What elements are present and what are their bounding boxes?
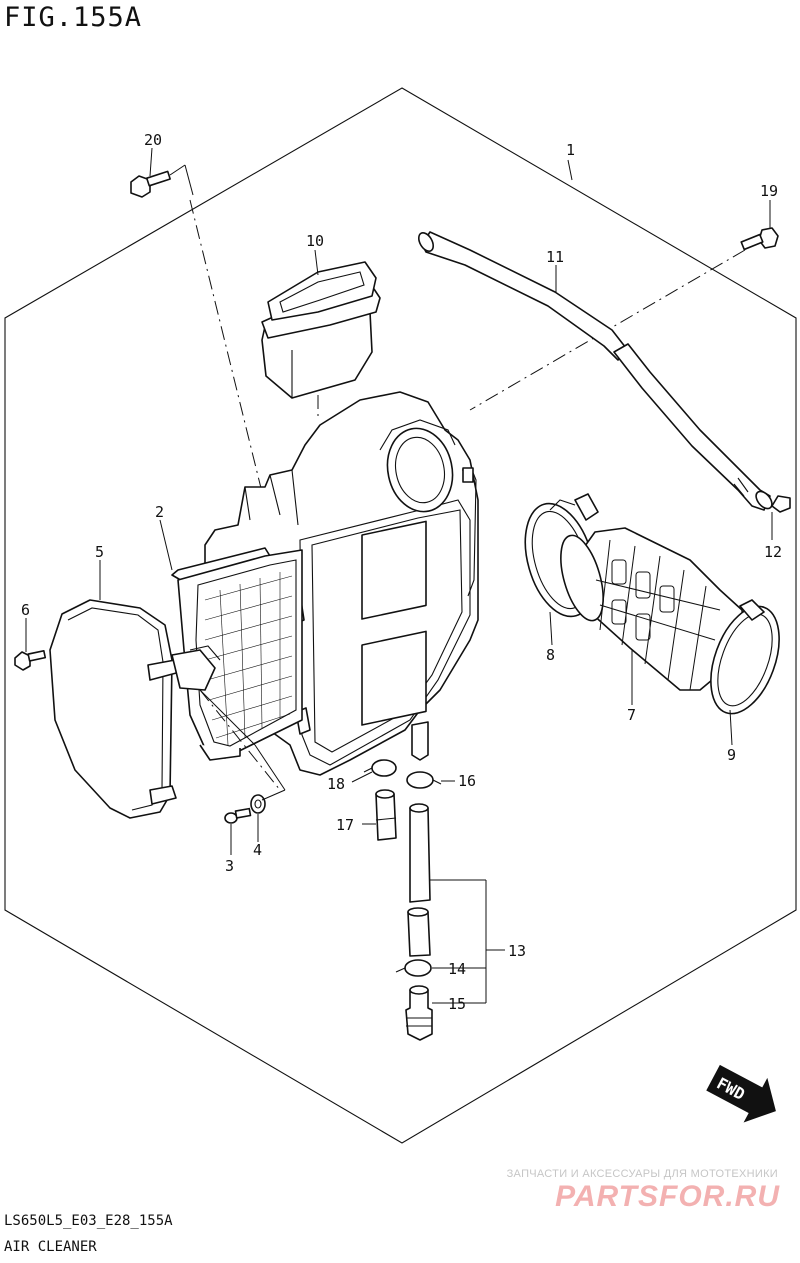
callout-1: 1	[566, 141, 575, 159]
callout-15: 15	[448, 995, 466, 1013]
part-10-intake-duct	[261, 261, 381, 399]
part-12-clip	[771, 495, 791, 513]
part-4-washer	[250, 794, 266, 814]
callout-18: 18	[327, 775, 345, 793]
callout-4: 4	[253, 841, 262, 859]
part-14-clip	[395, 959, 432, 977]
assembly-boundary	[4, 87, 797, 1144]
callout-16: 16	[458, 772, 476, 790]
callout-13: 13	[508, 942, 526, 960]
callout-labels: 20 1 19 10 11 2 5 6 12 8 7 9 18 16 17 3 …	[21, 131, 782, 1013]
figure-title: FIG.155A	[4, 2, 143, 33]
callout-17: 17	[336, 816, 354, 834]
callout-9: 9	[727, 746, 736, 764]
callout-2: 2	[155, 503, 164, 521]
part-6-screw	[14, 649, 47, 671]
part-20-bolt	[130, 164, 194, 198]
part-19-bolt	[740, 227, 779, 251]
watermark-tagline: ЗАПЧАСТИ И АКСЕССУАРЫ ДЛЯ МОТОТЕХНИКИ	[506, 1168, 778, 1180]
callout-12: 12	[764, 543, 782, 561]
fwd-direction-arrow: FWD	[706, 1064, 776, 1123]
part-3-screw	[224, 807, 252, 824]
callout-11: 11	[546, 248, 564, 266]
part-15-drain-plug	[405, 985, 433, 1041]
watermark-brand-logo: PARTSFOR.RU	[555, 1180, 780, 1213]
part-16-clip	[406, 771, 442, 789]
callout-7: 7	[627, 706, 636, 724]
callout-5: 5	[95, 543, 104, 561]
callout-10: 10	[306, 232, 324, 250]
callout-14: 14	[448, 960, 466, 978]
figure-model-code: LS650L5_E03_E28_155A	[4, 1213, 173, 1229]
part-5-cover	[49, 599, 221, 819]
part-17-plug	[375, 789, 397, 841]
part-9-clamp	[710, 599, 780, 715]
callout-6: 6	[21, 601, 30, 619]
callout-19: 19	[760, 182, 778, 200]
callout-3: 3	[225, 857, 234, 875]
callout-8: 8	[546, 646, 555, 664]
part-7-intake-boot	[560, 527, 746, 691]
part-2-filter-element	[171, 547, 303, 761]
leader-lines	[25, 147, 773, 855]
callout-20: 20	[144, 131, 162, 149]
centerline-cover	[199, 689, 281, 791]
part-11-breather-hose	[417, 231, 773, 511]
part-18-clip	[363, 759, 397, 777]
figure-name: AIR CLEANER	[4, 1239, 97, 1255]
part-13-drain-hose	[407, 803, 505, 1003]
